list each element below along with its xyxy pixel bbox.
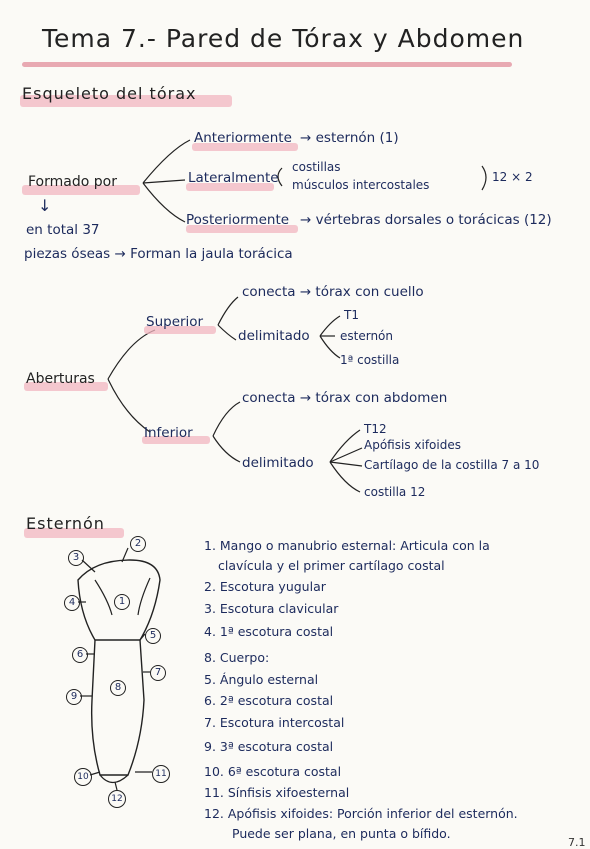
callout-10: 10 [74,768,92,786]
callout-5: 5 [145,628,161,644]
list-item: 9. 3ª escotura costal [204,739,334,754]
superior-item-esternon: esternón [340,329,393,343]
callout-9: 9 [66,689,82,705]
inferior-delimitado: delimitado [242,455,314,471]
inferior-item-xifoides: Apófisis xifoides [364,438,461,452]
total-text: en total 37 [26,222,100,238]
callout-12: 12 [108,790,126,808]
anteriormente-result: → esternón (1) [300,130,399,146]
list-item: 1. Mango o manubrio esternal: Articula c… [204,538,490,553]
lateral-multiplier: 12 × 2 [492,170,533,184]
esternon-highlight [24,528,124,538]
superior-label: Superior [146,314,204,330]
superior-item-t1: T1 [344,308,359,322]
inferior-label: Inferior [144,425,193,441]
lateral-costillas: costillas [292,160,341,174]
inferior-item-costilla12: costilla 12 [364,485,426,499]
posteriormente-label: Posteriormente [186,212,290,228]
list-item: 6. 2ª escotura costal [204,693,334,708]
posteriormente-result: → vértebras dorsales o torácicas (12) [300,212,552,228]
superior-highlight [144,326,216,334]
superior-item-costilla: 1ª costilla [340,353,400,367]
section-heading-esternon: Esternón [26,514,105,533]
page-title: Tema 7.- Pared de Tórax y Abdomen [42,24,525,53]
aberturas-highlight [24,382,108,391]
inferior-highlight [142,436,210,444]
section-highlight [20,95,232,107]
inferior-item-t12: T12 [364,422,387,436]
list-item: 10. 6ª escotura costal [204,764,342,779]
anteriormente-highlight [192,143,298,151]
anteriormente-label: Anteriormente [194,130,292,146]
title-underline [22,62,512,67]
lateral-musculos: músculos intercostales [292,178,430,192]
callout-1: 1 [114,594,130,610]
piezas-text: piezas óseas → Forman la jaula torácica [24,246,293,262]
list-item: 8. Cuerpo: [204,650,270,665]
superior-conecta: conecta → tórax con cuello [242,284,424,300]
callout-4: 4 [64,595,80,611]
list-item: 12. Apófisis xifoides: Porción inferior … [204,806,518,821]
posteriormente-highlight [186,225,298,233]
callout-3: 3 [68,550,84,566]
superior-delimitado: delimitado [238,328,310,344]
callout-6: 6 [72,647,88,663]
formado-por-label: Formado por [28,174,117,190]
list-item: 5. Ángulo esternal [204,672,319,687]
callout-7: 7 [150,665,166,681]
lateralmente-highlight [186,183,274,191]
inferior-item-cartilago: Cartílago de la costilla 7 a 10 [364,458,540,472]
formado-highlight [22,185,140,195]
list-item: 2. Escotura yugular [204,579,326,594]
page-number: 7.1 [568,836,586,849]
list-item: 7. Escotura intercostal [204,715,345,730]
callout-11: 11 [152,765,170,783]
callout-8: 8 [110,680,126,696]
list-item: 11. Sínfisis xifoesternal [204,785,350,800]
list-item: clavícula y el primer cartílago costal [218,558,445,573]
aberturas-label: Aberturas [26,371,95,387]
list-item: Puede ser plana, en punta o bífido. [232,826,451,841]
list-item: 3. Escotura clavicular [204,601,339,616]
inferior-conecta: conecta → tórax con abdomen [242,390,448,406]
callout-2: 2 [130,536,146,552]
lateralmente-label: Lateralmente [188,170,279,186]
list-item: 4. 1ª escotura costal [204,624,334,639]
section-heading-esqueleto: Esqueleto del tórax [22,84,197,103]
arrow-down: ↓ [38,196,52,215]
